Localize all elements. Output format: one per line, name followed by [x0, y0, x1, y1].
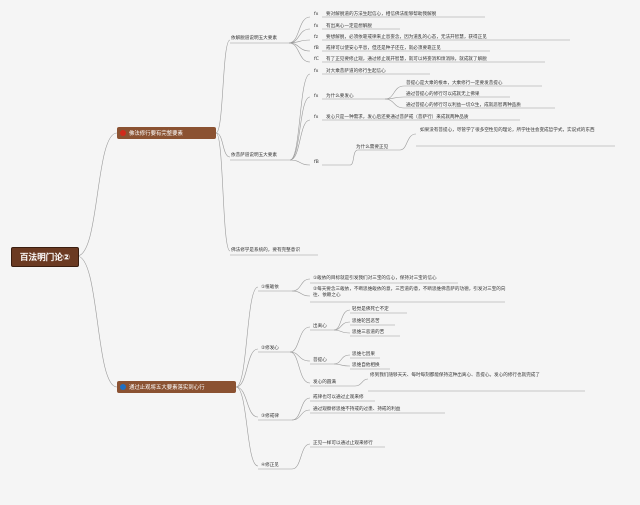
root-label: 百法明门论②	[19, 253, 71, 263]
putixin-child-1[interactable]: 思维七因果	[352, 352, 375, 357]
tag-3: fz	[314, 35, 319, 40]
pusa-item-4[interactable]: 为什么需要正见	[356, 145, 389, 150]
jielv-item-2[interactable]: 通过观察修思维不持戒的过患、持戒的利益	[313, 407, 401, 412]
faxin-child-3[interactable]: 通过菩提心的修行可以利益一切众生，成就悲智两种品质	[406, 103, 521, 108]
blue-dot-icon	[120, 384, 126, 390]
pusa-item-2[interactable]: 为什么要发心	[326, 94, 354, 99]
sub-node-zhengjian[interactable]: ④修正见	[261, 463, 279, 468]
branch-label-2: 通过止观将五大要素落实到心行	[129, 385, 205, 391]
pusa-item-3[interactable]: 发心只是一种需求，发心后还要通过菩萨戒（菩萨行）来成就两种品质	[326, 115, 469, 120]
tag-1: fx	[314, 12, 319, 17]
pusa-item-1[interactable]: 对大乘菩萨道的修行生起信心	[326, 69, 386, 74]
jietuo-item-3[interactable]: 要想解脱，必须依靠戒律来止息妄念，因为道乱的心态，无法开智慧，获得正见	[326, 35, 487, 40]
jietuo-item-5[interactable]: 有了正见要修止观，通过修止观开智慧，就可以将妄消和烦消除，就成就了解脱	[326, 57, 487, 62]
jietuo-item-4[interactable]: 戒律可以使安心平息，但还是种子还在，就必须要靠正见	[326, 46, 441, 51]
tag-9: fB	[314, 160, 319, 165]
jietuo-item-2[interactable]: 有出离心一定是想解脱	[326, 24, 372, 29]
branch-label-1: 佛法修行要有完整要素	[129, 131, 183, 137]
branch-node-1[interactable]: 佛法修行要有完整要素	[117, 127, 216, 139]
yuanman-child[interactable]: 修到我们随够天天、每时每刻都能保持这种出离心、菩提心。发心的修行也就完成了	[370, 373, 540, 378]
sub-node-system[interactable]: 佛法修学是系统的，要有完整意识	[231, 248, 300, 253]
sub-node-pusa[interactable]: 依菩萨道说明五大要素	[231, 153, 277, 158]
branch-node-2[interactable]: 通过止观将五大要素落实到心行	[117, 381, 236, 393]
chulixin-child-3[interactable]: 思维三恶道的苦	[352, 330, 385, 335]
sub-node-jielv[interactable]: ③修戒律	[261, 414, 279, 419]
sub-node-jietuo[interactable]: 依解脱道说明五大要素	[231, 36, 277, 41]
tag-7: fx	[314, 94, 319, 99]
tag-4: fB	[314, 46, 319, 51]
sub-node-faxin[interactable]: ②修发心	[261, 346, 279, 351]
sub-node-guiyi[interactable]: ①植皈依	[261, 285, 279, 290]
tag-8: fx	[314, 115, 319, 120]
tag-6: fx	[314, 69, 319, 74]
root-node[interactable]: 百法明门论②	[11, 247, 79, 267]
group-chulixin[interactable]: 出离心	[313, 324, 327, 329]
chulixin-child-2[interactable]: 思维轮回恶苦	[352, 319, 380, 324]
faxin-child-2[interactable]: 通过菩提心的修行可以成就无上佛果	[406, 92, 480, 97]
tag-2: fx	[314, 24, 319, 29]
jietuo-item-1[interactable]: 要对解脱道的方法生起信心，相信佛法能够帮助我解脱	[326, 12, 437, 17]
jielv-item-1[interactable]: 戒律也可以通过止观来修	[313, 395, 364, 400]
guiyi-item-1[interactable]: ①皈依的目标就是引发我们对三宝的信心，保持对三宝的信心	[313, 276, 437, 281]
putixin-child-2[interactable]: 思维自他相换	[352, 363, 380, 368]
red-dot-icon	[120, 130, 126, 136]
zhengjian-item-1[interactable]: 正见一样可以通过止观来修行	[313, 441, 373, 446]
group-yuanman[interactable]: 发心的圆满	[313, 380, 336, 385]
group-putixin[interactable]: 菩提心	[313, 358, 327, 363]
guiyi-item-2[interactable]: ②每天要念三皈依，不断思维皈依的意，三否道的意，不断思维佛菩萨的功德，引发对三宝…	[313, 287, 506, 298]
faxin-child-1[interactable]: 菩提心是大乘的根本，大乘修行一定要发菩提心	[406, 81, 503, 86]
chulixin-child-1[interactable]: 轻觉是佛死亡不定	[352, 307, 389, 312]
zhengjian-child[interactable]: 如果没有菩提心，尽管学了很多空性见的理论，所学往往会变成哲学式，实说式的东西	[420, 128, 595, 133]
tag-5: fC	[314, 57, 319, 62]
